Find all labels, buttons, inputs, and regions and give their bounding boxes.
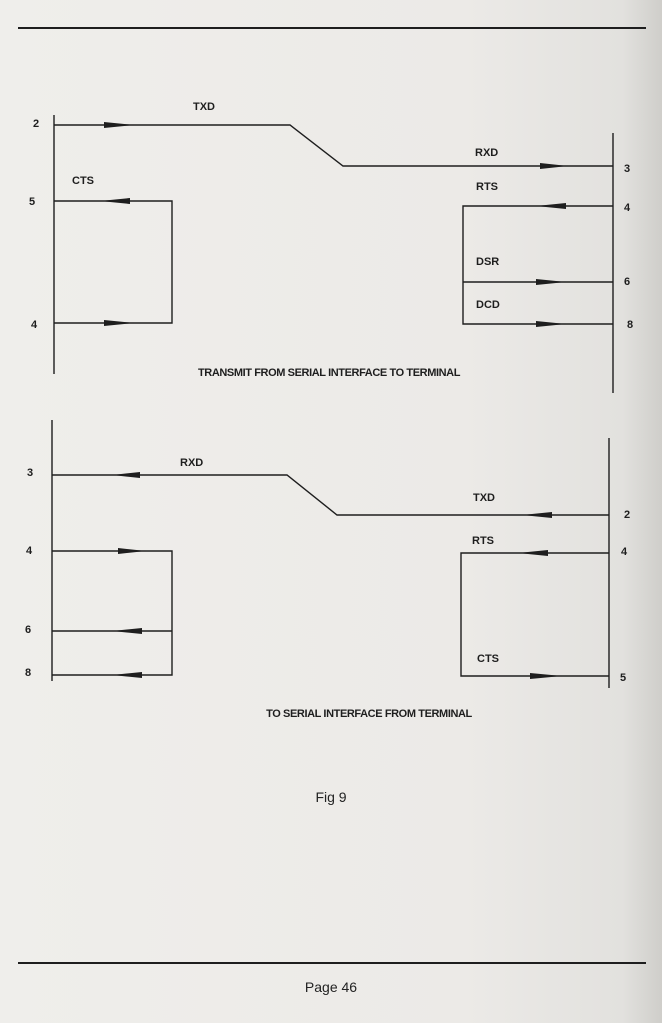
caption-receive: TO SERIAL INTERFACE FROM TERMINAL	[266, 708, 472, 720]
pin-left-3: 3	[27, 467, 33, 479]
rts-arrow-right	[536, 203, 566, 209]
signal-label-dcd: DCD	[476, 299, 500, 311]
txd-arrow	[522, 512, 552, 518]
pin-right-3: 3	[624, 163, 630, 175]
pin-right-4b: 4	[621, 546, 628, 558]
pin-right-6: 6	[624, 276, 630, 288]
left-loop-2	[52, 550, 173, 676]
signal-label-dsr: DSR	[476, 256, 499, 268]
pin4-arrow	[118, 548, 146, 554]
pin8-arrow	[112, 672, 142, 678]
pin-left-5: 5	[29, 196, 35, 208]
dsr-arrow	[536, 279, 566, 285]
wiring-diagram: TXD RXD CTS RTS DSR DCD 2 5 4 3 4 6 8 TR…	[25, 101, 633, 720]
signal-label-cts-2: CTS	[477, 653, 499, 665]
rxd-arrow	[540, 163, 568, 169]
pin-left-6: 6	[25, 624, 31, 636]
pin-right-2: 2	[624, 509, 630, 521]
figure-label: Fig 9	[315, 789, 347, 805]
signal-label-txd: TXD	[193, 101, 215, 113]
rxd-arrow	[112, 472, 140, 478]
signal-label-rxd-2: RXD	[180, 457, 203, 469]
pin-right-8: 8	[627, 319, 633, 331]
bottom-rule	[18, 962, 646, 964]
dcd-arrow	[536, 321, 566, 327]
left-cts-rts-loop	[54, 200, 173, 324]
diagram-receive: RXD TXD RTS CTS 3 4 6 8 2 4 5 TO SERIAL …	[25, 420, 630, 720]
cts-arrow-2	[530, 673, 562, 679]
rts-arrow-2	[518, 550, 548, 556]
rxd-txd-wire	[52, 474, 609, 516]
diagram-transmit: TXD RXD CTS RTS DSR DCD 2 5 4 3 4 6 8 TR…	[29, 101, 633, 393]
pin-right-5: 5	[620, 672, 626, 684]
cts-arrow-left	[100, 198, 130, 204]
txd-arrow	[104, 122, 134, 128]
pin-left-4b: 4	[26, 545, 33, 557]
pin-left-4: 4	[31, 319, 38, 331]
pin-left-8: 8	[25, 667, 31, 679]
top-rule	[18, 27, 646, 29]
signal-label-rxd: RXD	[475, 147, 498, 159]
rts-arrow-left	[104, 320, 134, 326]
pin6-arrow	[112, 628, 142, 634]
signal-label-rts-2: RTS	[472, 535, 494, 547]
page-number: Page 46	[304, 979, 358, 995]
caption-transmit: TRANSMIT FROM SERIAL INTERFACE TO TERMIN…	[198, 367, 461, 379]
signal-label-txd-2: TXD	[473, 492, 495, 504]
txd-rxd-wire	[54, 124, 613, 167]
pin-right-4: 4	[624, 202, 631, 214]
signal-label-rts: RTS	[476, 181, 498, 193]
signal-label-cts: CTS	[72, 175, 94, 187]
pin-left-2: 2	[33, 118, 39, 130]
